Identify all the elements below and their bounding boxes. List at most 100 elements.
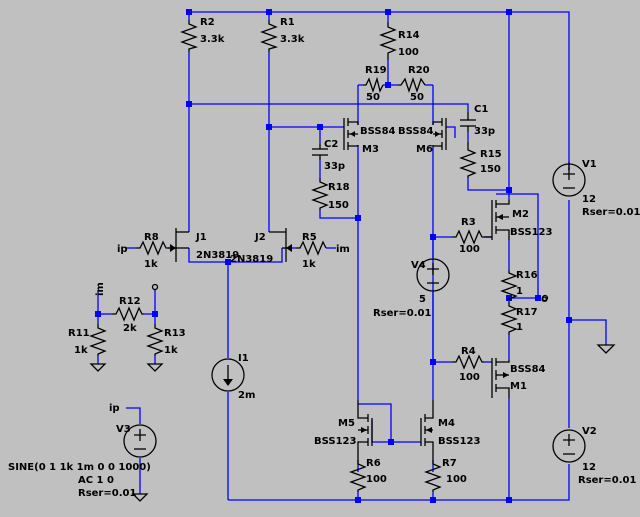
label-r8-value: 1k	[144, 259, 158, 270]
label-r11: R11	[68, 328, 90, 339]
capacitor-c2	[312, 144, 328, 160]
label-2n3819-j1: 2N3819	[196, 250, 239, 261]
ground-center	[596, 344, 616, 354]
mosfet-m3	[343, 118, 359, 150]
label-c1-value: 33p	[474, 126, 495, 137]
label-bss84-m1: BSS84	[510, 364, 546, 375]
label-m4: M4	[438, 418, 455, 429]
label-v2-rser: Rser=0.01	[578, 475, 636, 486]
label-v1-rser: Rser=0.01	[582, 207, 640, 218]
label-r1: R1	[280, 17, 295, 28]
ground-r13	[146, 363, 164, 372]
mosfet-m6	[432, 118, 447, 150]
resistor-r6	[349, 460, 367, 492]
label-r6: R6	[366, 458, 381, 469]
label-bss123-m2: BSS123	[510, 227, 552, 238]
sources	[123, 162, 586, 463]
mosfet-m5	[357, 400, 373, 460]
wires	[97, 11, 607, 501]
resistor-r20	[398, 76, 426, 94]
label-bss84-m6: BSS84	[398, 126, 434, 137]
label-v4: V4	[411, 260, 426, 271]
label-im-node: im	[95, 282, 106, 296]
resistor-r13	[146, 324, 164, 356]
resistor-r5	[296, 240, 327, 256]
mosfet-m4	[420, 400, 434, 460]
label-r15-value: 150	[480, 164, 501, 175]
label-m6: M6	[416, 144, 433, 155]
label-v3-sine: SINE(0 1 1k 1m 0 0 1000)	[8, 462, 151, 473]
label-r12-value: 2k	[123, 323, 137, 334]
label-r7: R7	[442, 458, 457, 469]
label-output-o: o	[541, 294, 548, 305]
label-r16: R16	[516, 270, 538, 281]
resistor-r15	[459, 142, 477, 178]
label-r4-value: 100	[459, 372, 480, 383]
label-bss123-m4: BSS123	[438, 436, 480, 447]
label-i1: I1	[238, 353, 249, 364]
label-r7-value: 100	[446, 474, 467, 485]
label-v2: V2	[582, 426, 597, 437]
label-r20: R20	[408, 65, 430, 76]
resistors	[89, 20, 518, 492]
label-im-input: im	[336, 244, 350, 255]
label-r18: R18	[328, 182, 350, 193]
resistor-r14	[379, 22, 397, 60]
voltage-source-v1	[552, 162, 586, 197]
label-r5-value: 1k	[302, 259, 316, 270]
label-v2-value: 12	[582, 462, 596, 473]
label-2n3819-j2: 2N3819	[230, 254, 273, 265]
resistor-r3	[452, 229, 484, 245]
jfet-j2	[269, 228, 292, 262]
label-r20-value: 50	[410, 92, 424, 103]
resistor-r2	[180, 20, 199, 52]
label-r1-value: 3.3k	[280, 34, 305, 45]
voltage-source-v2	[552, 429, 586, 463]
label-r19: R19	[365, 65, 387, 76]
resistor-r12	[112, 306, 144, 322]
resistor-r8	[136, 240, 168, 256]
mosfet-m2	[484, 200, 510, 240]
label-c2-value: 33p	[324, 161, 345, 172]
capacitor-c1	[460, 112, 476, 132]
label-r15: R15	[480, 149, 502, 160]
resistor-r4	[452, 354, 484, 370]
label-r19-value: 50	[366, 92, 380, 103]
label-v4-value: 5	[419, 294, 426, 305]
label-j1: J1	[195, 232, 207, 243]
label-bss123-m5: BSS123	[314, 436, 356, 447]
label-i1-value: 2m	[238, 390, 255, 401]
label-r16-value: 1	[516, 286, 523, 297]
label-j2: J2	[254, 232, 266, 243]
label-m2: M2	[512, 209, 529, 220]
label-r3: R3	[461, 217, 476, 228]
label-r12: R12	[119, 296, 141, 307]
label-v1: V1	[582, 159, 597, 170]
voltage-source-v4	[416, 258, 450, 292]
label-r8: R8	[144, 232, 159, 243]
resistor-r17	[500, 302, 518, 335]
ports	[151, 283, 549, 302]
voltage-source-v3	[123, 424, 157, 458]
resistor-r11	[89, 324, 107, 356]
capacitors	[312, 112, 476, 160]
label-r17-value: 1	[516, 322, 523, 333]
label-c2: C2	[324, 139, 338, 150]
label-c1: C1	[474, 104, 488, 115]
labels: R2 3.3k R1 3.3k R14 100 R19 50 R20 50 C1…	[8, 17, 640, 499]
resistor-r16	[500, 270, 518, 300]
label-r13: R13	[164, 328, 186, 339]
label-ip-v3: ip	[109, 403, 120, 414]
grounds	[89, 344, 616, 502]
resistor-r19	[363, 76, 384, 94]
current-source-i1	[211, 358, 245, 392]
label-v3-rser: Rser=0.01	[78, 488, 136, 499]
label-r3-value: 100	[459, 244, 480, 255]
jfet-j1	[168, 228, 189, 262]
label-r2: R2	[200, 17, 215, 28]
label-m5: M5	[338, 418, 355, 429]
label-m3: M3	[362, 144, 379, 155]
label-r18-value: 150	[328, 200, 349, 211]
